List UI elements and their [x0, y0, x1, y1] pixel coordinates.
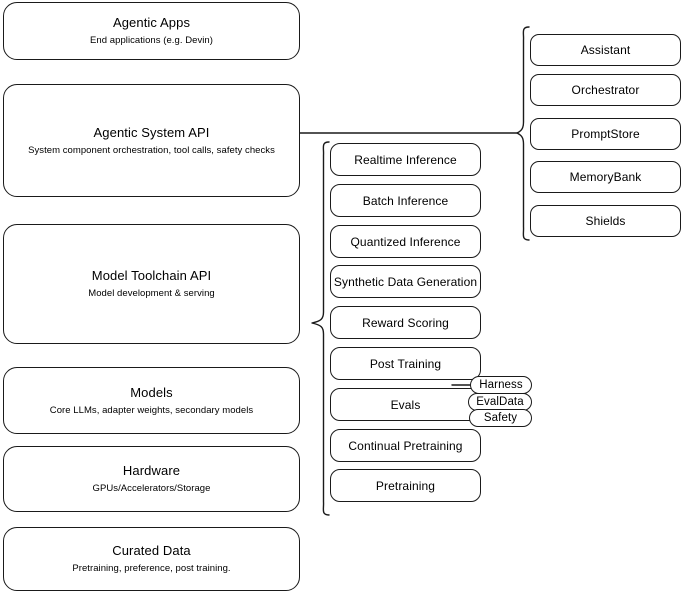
system-component-label: Shields: [585, 214, 626, 228]
layer-subtitle: System component orchestration, tool cal…: [28, 144, 275, 156]
system-component-label: Assistant: [580, 43, 631, 57]
eval-chip-label: Harness: [479, 379, 523, 391]
toolchain-post-training[interactable]: Post Training: [330, 347, 481, 380]
toolchain-continual-pretraining[interactable]: Continual Pretraining: [330, 429, 481, 462]
layer-subtitle: Core LLMs, adapter weights, secondary mo…: [49, 404, 254, 416]
toolchain-quantized-inference[interactable]: Quantized Inference: [330, 225, 481, 258]
toolchain-reward-scoring[interactable]: Reward Scoring: [330, 306, 481, 339]
layer-title: Models: [130, 384, 173, 400]
layer-subtitle: Pretraining, preference, post training.: [72, 563, 231, 574]
layer-model-toolchain-api[interactable]: Model Toolchain API Model development & …: [3, 224, 300, 344]
system-component-label: PromptStore: [571, 127, 640, 141]
system-component-orchestrator[interactable]: Orchestrator: [530, 74, 681, 106]
brace-toolchain-components: [311, 141, 330, 516]
layer-subtitle: GPUs/Accelerators/Storage: [92, 483, 211, 494]
layer-hardware[interactable]: Hardware GPUs/Accelerators/Storage: [3, 446, 300, 512]
eval-chip-safety[interactable]: Safety: [469, 409, 532, 427]
toolchain-batch-inference[interactable]: Batch Inference: [330, 184, 481, 217]
layer-title: Model Toolchain API: [91, 268, 212, 283]
toolchain-realtime-inference[interactable]: Realtime Inference: [330, 143, 481, 176]
toolchain-label: Quantized Inference: [350, 234, 461, 249]
toolchain-label: Realtime Inference: [354, 152, 457, 167]
layer-models[interactable]: Models Core LLMs, adapter weights, secon…: [3, 367, 300, 434]
system-component-label: MemoryBank: [569, 170, 642, 184]
eval-chip-evaldata[interactable]: EvalData: [468, 393, 532, 411]
toolchain-label: Continual Pretraining: [348, 438, 463, 453]
brace-system-components: [516, 26, 530, 241]
system-component-assistant[interactable]: Assistant: [530, 34, 681, 66]
eval-chip-label: EvalData: [476, 396, 524, 408]
system-component-promptstore[interactable]: PromptStore: [530, 118, 681, 150]
layer-title: Hardware: [122, 463, 181, 478]
layer-subtitle: End applications (e.g. Devin): [90, 35, 213, 46]
system-component-label: Orchestrator: [571, 83, 640, 97]
toolchain-label: Reward Scoring: [362, 315, 449, 330]
toolchain-label: Post Training: [369, 356, 442, 371]
toolchain-label: Evals: [390, 397, 421, 412]
eval-chip-label: Safety: [483, 412, 518, 424]
system-component-shields[interactable]: Shields: [530, 205, 681, 237]
toolchain-label: Pretraining: [375, 478, 436, 493]
layer-title: Curated Data: [112, 543, 191, 558]
eval-chip-harness[interactable]: Harness: [470, 376, 532, 394]
layer-title: Agentic Apps: [112, 15, 191, 30]
toolchain-evals[interactable]: Evals: [330, 388, 481, 421]
layer-subtitle: Model development & serving: [88, 288, 215, 299]
layer-title: Agentic System API: [93, 124, 210, 140]
toolchain-label: Batch Inference: [362, 193, 449, 208]
toolchain-synthetic-data-generation[interactable]: Synthetic Data Generation: [330, 265, 481, 298]
toolchain-label: Synthetic Data Generation: [333, 274, 478, 289]
layer-agentic-system-api[interactable]: Agentic System API System component orch…: [3, 84, 300, 197]
system-component-memorybank[interactable]: MemoryBank: [530, 161, 681, 193]
toolchain-pretraining[interactable]: Pretraining: [330, 469, 481, 502]
layer-curated-data[interactable]: Curated Data Pretraining, preference, po…: [3, 527, 300, 591]
layer-agentic-apps[interactable]: Agentic Apps End applications (e.g. Devi…: [3, 2, 300, 60]
